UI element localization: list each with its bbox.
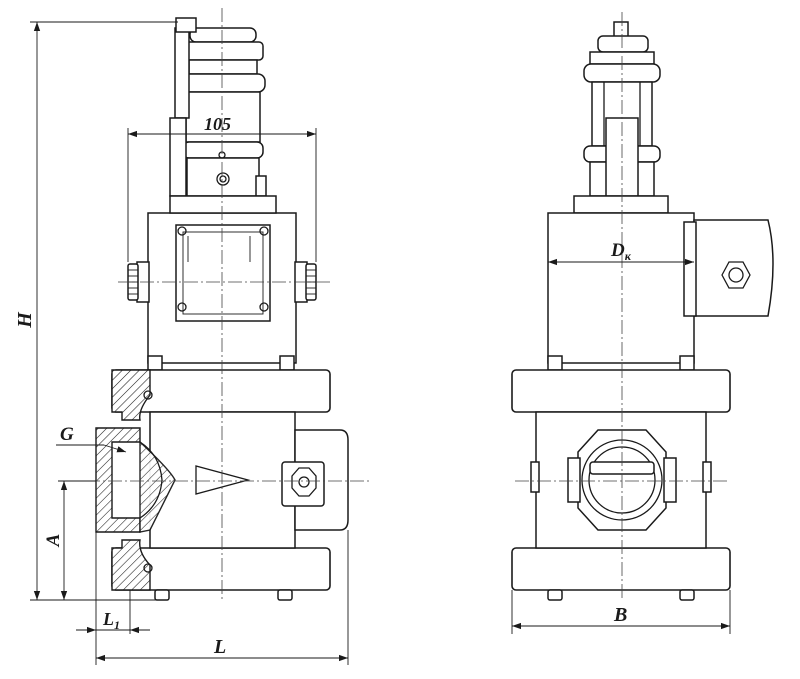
front-view [64, 8, 370, 601]
label-a: A [43, 534, 64, 548]
valve-body-side [511, 369, 731, 601]
label-dk-main: D [610, 240, 625, 261]
label-l1-main: L [102, 609, 114, 629]
actuator-head [169, 17, 267, 197]
label-dk-sub: к [625, 249, 632, 263]
label-h: H [14, 311, 36, 329]
actuator-side [573, 21, 669, 214]
label-l1: L1 [102, 609, 120, 632]
label-l: L [213, 636, 226, 658]
valve-body [111, 369, 349, 601]
terminal-box-side [547, 212, 774, 371]
label-b: B [613, 604, 627, 626]
label-dk: Dк [610, 240, 632, 263]
section-inlet [95, 369, 176, 591]
label-105: 105 [204, 114, 231, 134]
label-l1-sub: 1 [114, 618, 120, 632]
dimension-lines [30, 21, 731, 665]
dimension-labels: 105 H G A L1 L Dк B [14, 114, 632, 658]
label-g: G [60, 424, 74, 445]
side-view [511, 12, 774, 601]
